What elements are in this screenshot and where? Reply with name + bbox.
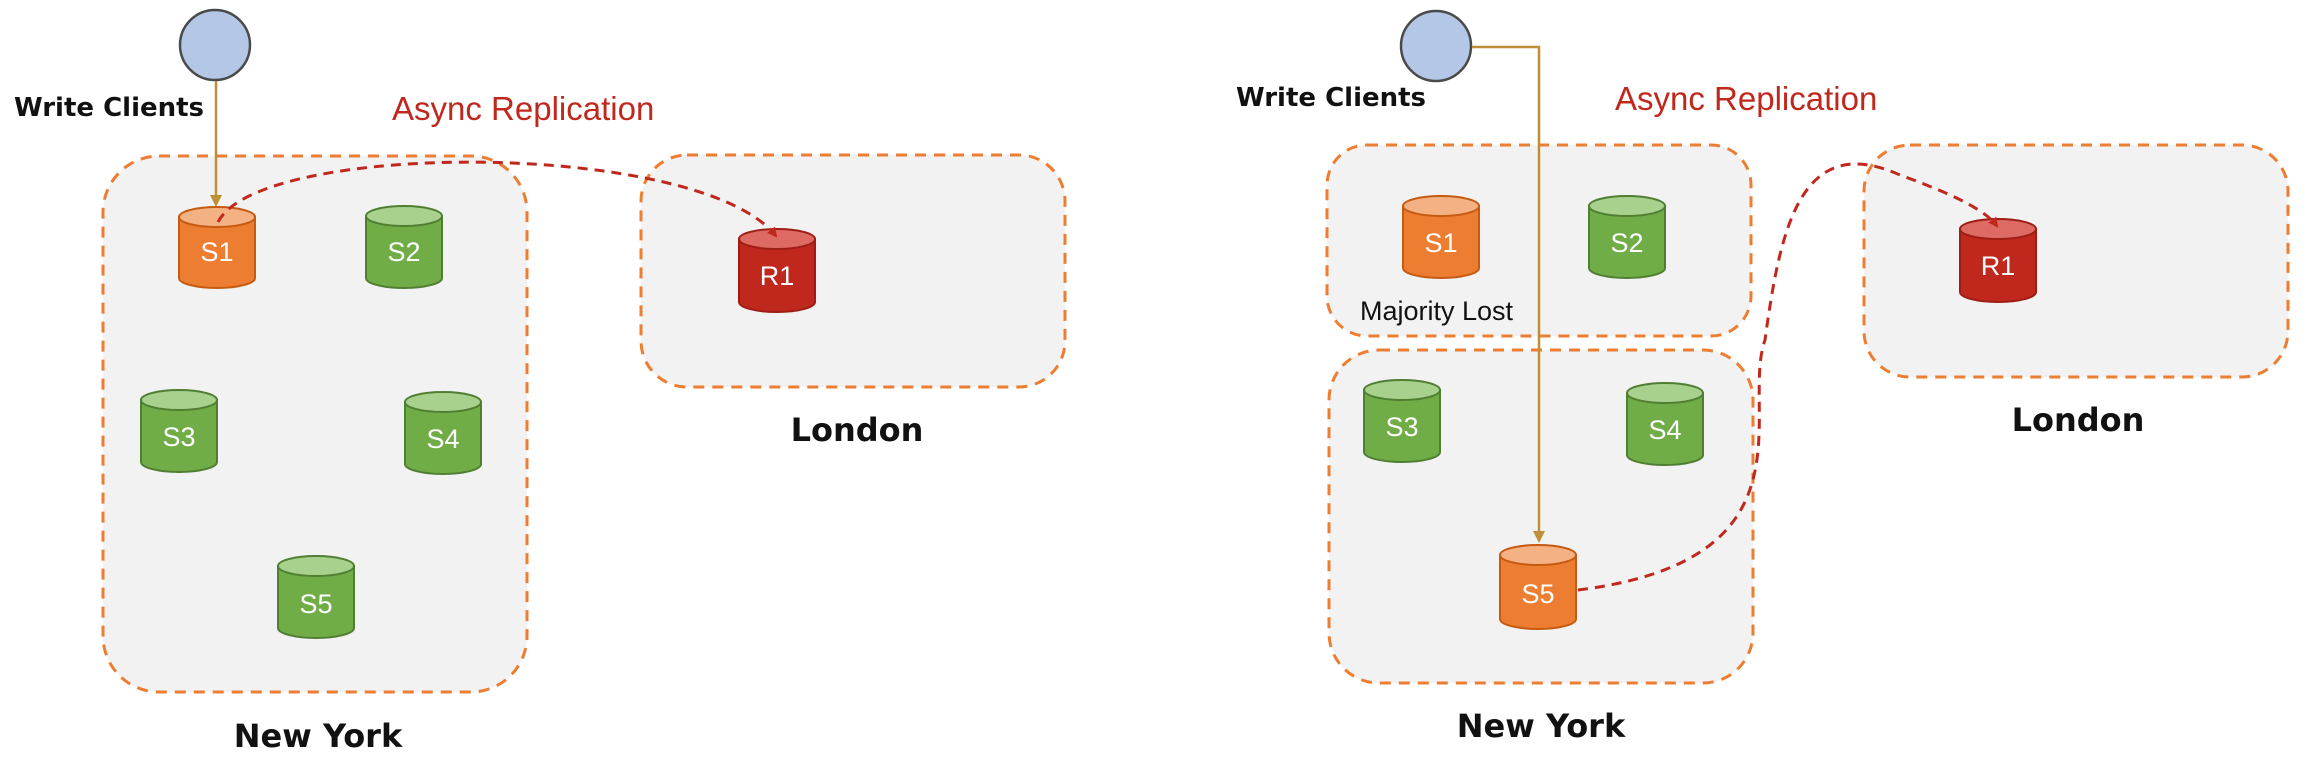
majority-lost-label: Majority Lost bbox=[1360, 296, 1514, 326]
db-s4-label: S4 bbox=[1648, 415, 1681, 445]
db-s3-label: S3 bbox=[1385, 412, 1418, 442]
db-s4: S4 bbox=[1626, 382, 1704, 466]
db-s1-label: S1 bbox=[1424, 228, 1457, 258]
london-label: London bbox=[791, 411, 924, 449]
london-zone bbox=[1862, 143, 2290, 379]
db-s2-label: S2 bbox=[1610, 228, 1643, 258]
london-label: London bbox=[2012, 401, 2145, 439]
db-s3: S3 bbox=[140, 389, 218, 473]
db-r1: R1 bbox=[738, 228, 816, 313]
db-r1: R1 bbox=[1959, 218, 2037, 303]
db-s1: S1 bbox=[178, 206, 256, 289]
replication-arrow bbox=[1577, 162, 1999, 592]
replication-label: Async Replication bbox=[1615, 80, 1877, 117]
london-zone bbox=[639, 153, 1067, 389]
write-arrow bbox=[1472, 45, 1545, 543]
db-s2: S2 bbox=[1588, 195, 1666, 279]
db-s2: S2 bbox=[365, 205, 443, 289]
write-clients-label: Write Clients bbox=[1236, 83, 1426, 113]
db-s5: S5 bbox=[277, 555, 355, 639]
db-s3: S3 bbox=[1363, 379, 1441, 463]
db-s4-label: S4 bbox=[426, 424, 459, 454]
db-s1: S1 bbox=[1402, 195, 1480, 279]
left-panel: Write Clients Async Replication S1 S2 S3… bbox=[14, 8, 1067, 755]
db-s2-label: S2 bbox=[387, 237, 420, 267]
write-clients-label: Write Clients bbox=[14, 93, 204, 123]
right-panel: Write Clients Async Replication S1 S2 Ma… bbox=[1236, 9, 2290, 745]
write-client-icon bbox=[178, 8, 252, 82]
newyork-label: New York bbox=[1457, 707, 1626, 745]
db-r1-label: R1 bbox=[1981, 251, 2016, 281]
db-s1-label: S1 bbox=[200, 237, 233, 267]
db-s5: S5 bbox=[1499, 544, 1577, 630]
db-s3-label: S3 bbox=[162, 422, 195, 452]
db-s5-label: S5 bbox=[299, 589, 332, 619]
db-r1-label: R1 bbox=[760, 261, 795, 291]
db-s5-label: S5 bbox=[1521, 579, 1554, 609]
db-s4: S4 bbox=[404, 391, 482, 475]
newyork-label: New York bbox=[234, 717, 403, 755]
replication-arrow bbox=[216, 160, 778, 238]
newyork-zone bbox=[101, 154, 529, 694]
replication-label: Async Replication bbox=[392, 90, 654, 127]
write-client-icon bbox=[1399, 9, 1473, 83]
